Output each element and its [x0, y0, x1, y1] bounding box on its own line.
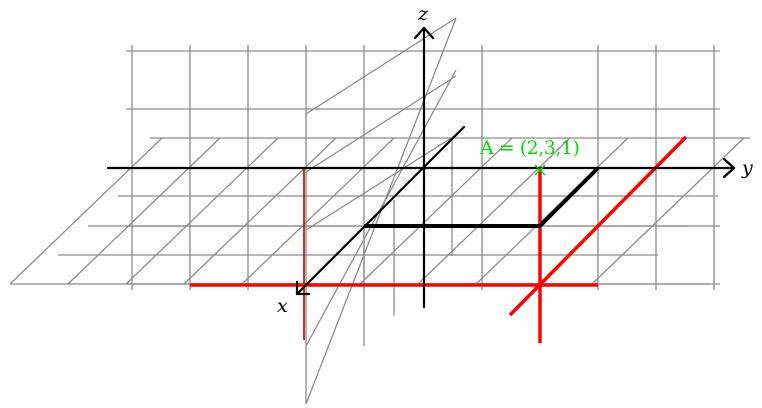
axes — [106, 26, 736, 309]
x-axis-arrow-icon — [295, 280, 311, 296]
point-a-marker — [534, 164, 546, 176]
z-axis-label: z — [417, 3, 429, 25]
y-axis-arrow-icon — [722, 157, 736, 179]
y-axis-label: y — [741, 157, 753, 179]
projection-box — [364, 166, 600, 228]
x-axis-label: x — [277, 295, 288, 317]
z-axis-arrow-icon — [413, 26, 435, 40]
point-a-label: A = (2,3,1) — [479, 137, 579, 159]
x-axis-line — [295, 125, 466, 296]
